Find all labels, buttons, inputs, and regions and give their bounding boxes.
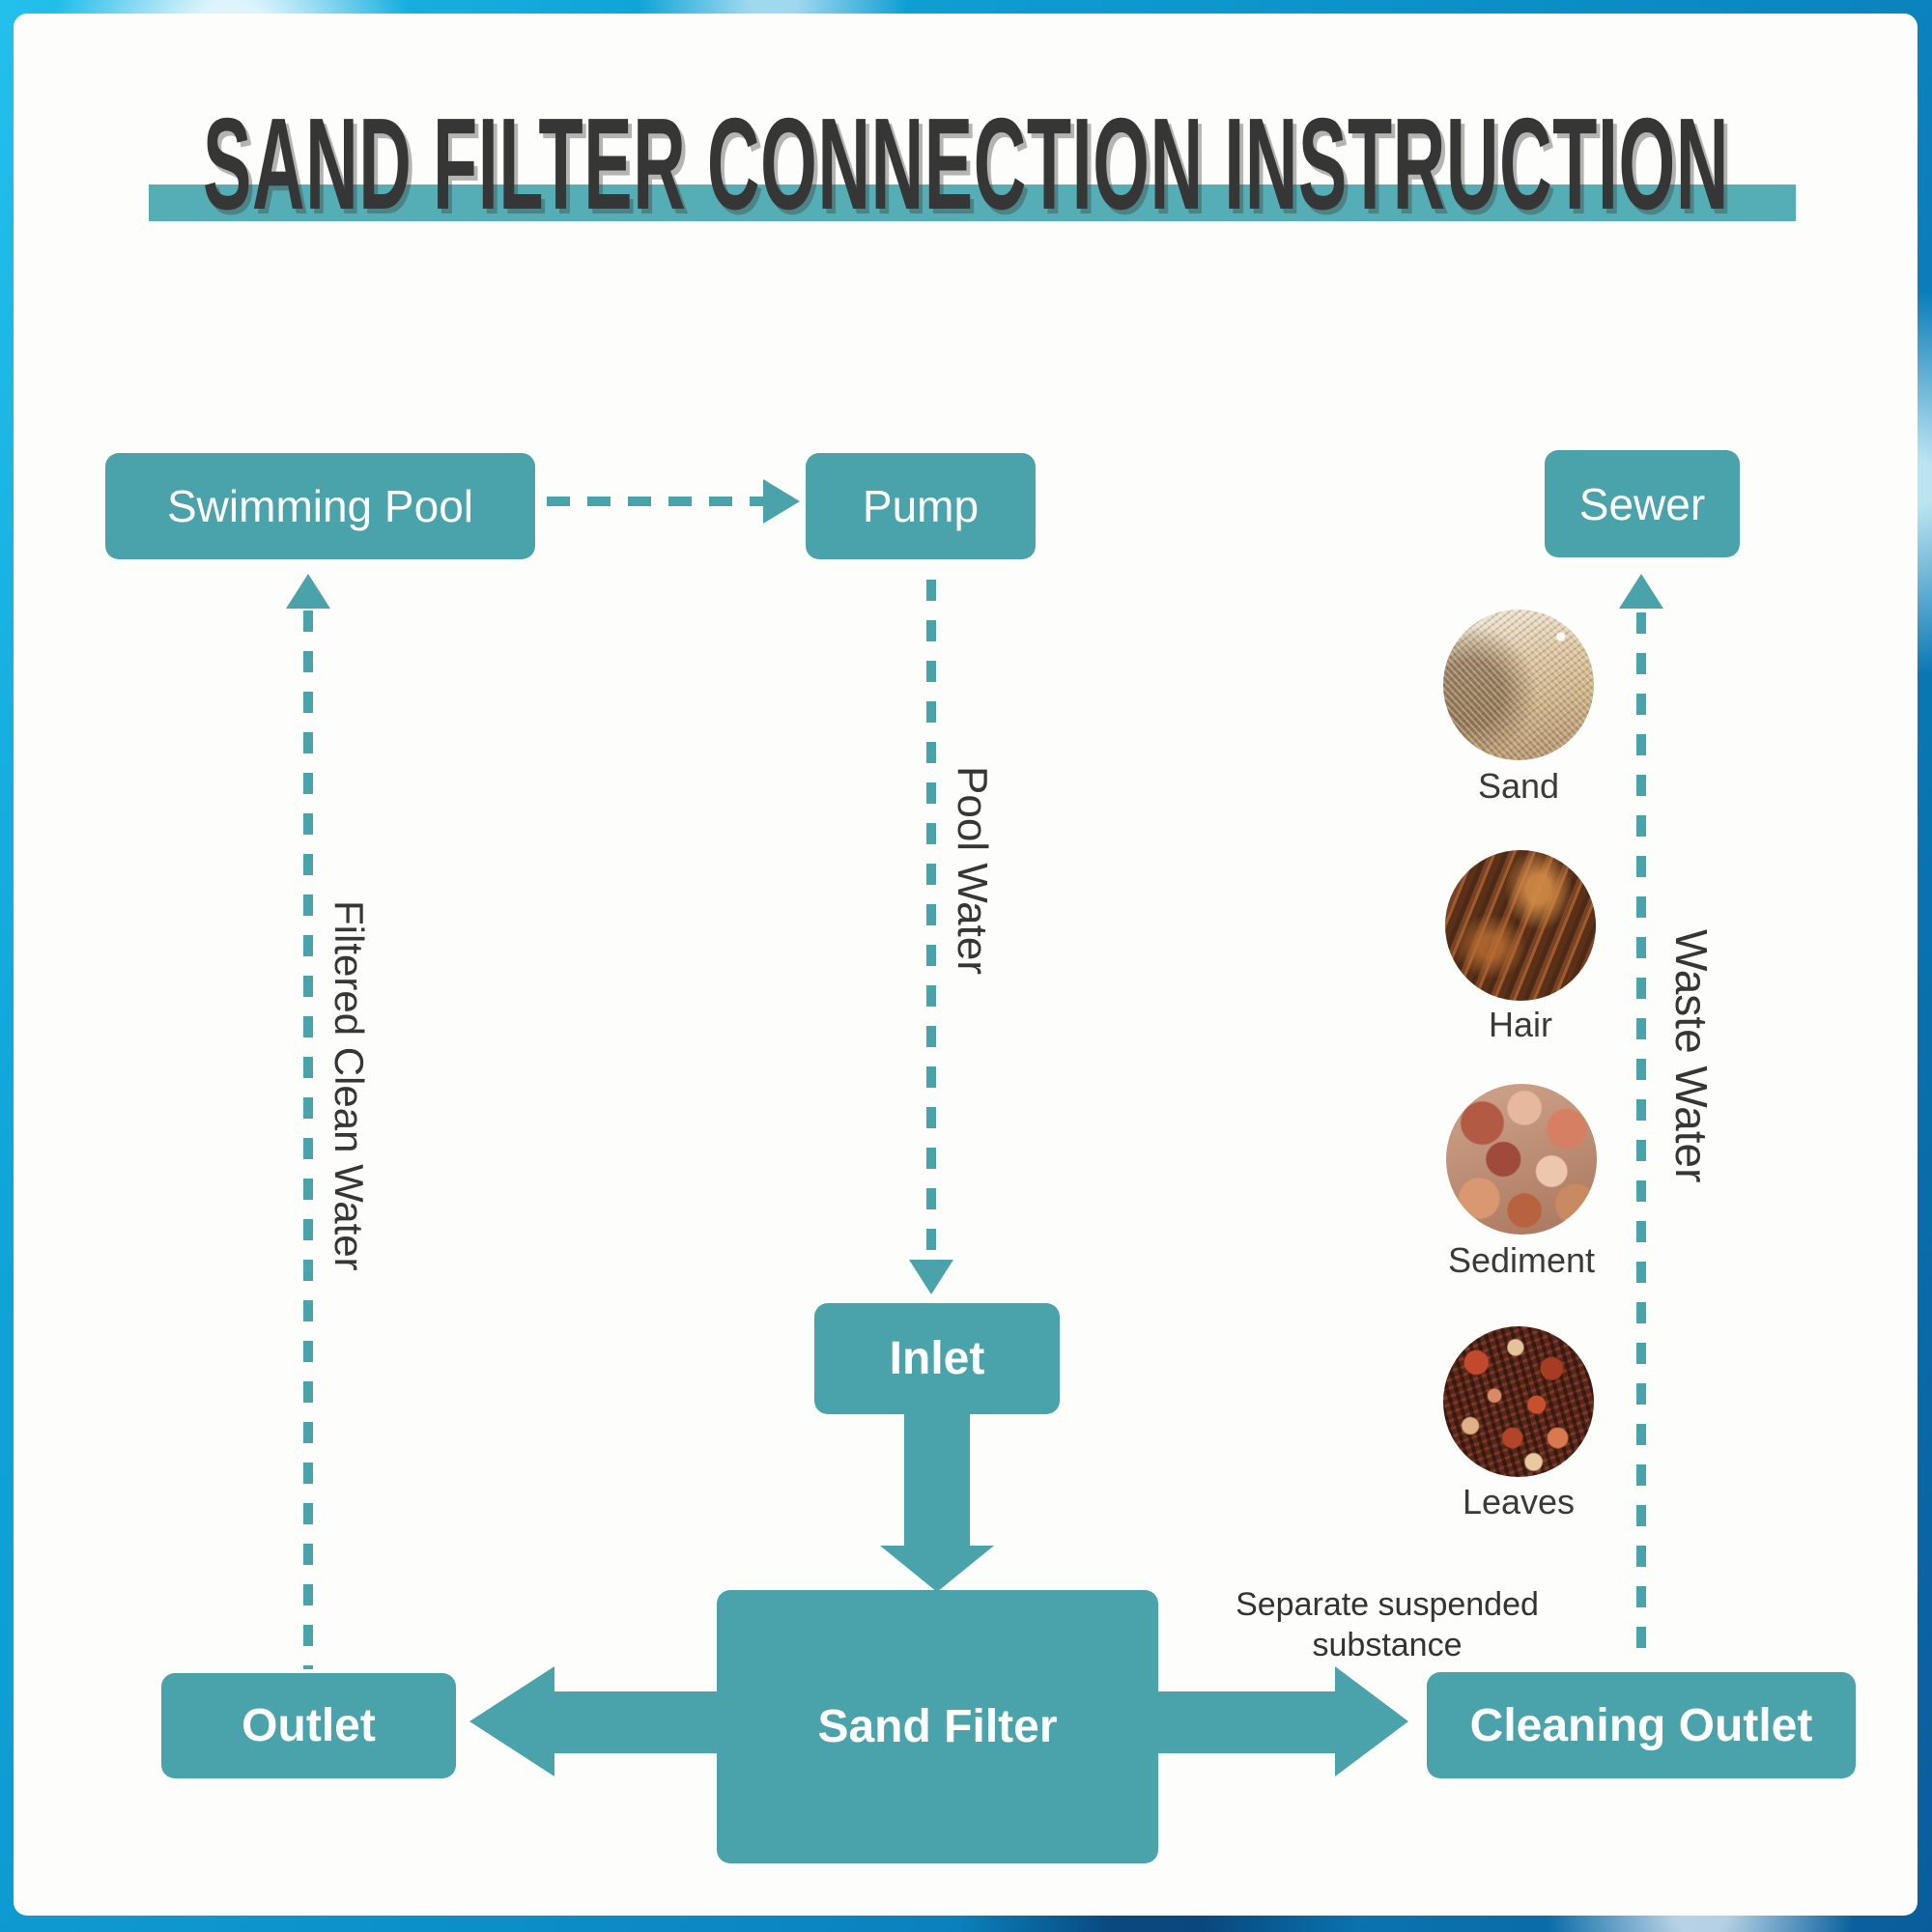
arrowhead-into-pump-icon (763, 479, 800, 524)
label-separate-suspended-substance: Separate suspended substance (1194, 1584, 1580, 1665)
node-cleaning-outlet: Cleaning Outlet (1427, 1672, 1856, 1778)
arrowhead-into-swimming-pool-icon (286, 574, 330, 609)
node-inlet: Inlet (814, 1303, 1060, 1414)
arrowhead-down-icon (880, 1546, 994, 1592)
sand-photo (1443, 610, 1594, 760)
node-pump: Pump (806, 453, 1036, 559)
arrowhead-right-icon (1335, 1666, 1408, 1776)
node-swimming-pool: Swimming Pool (105, 453, 535, 559)
arrow-inlet-to-sand-filter (904, 1412, 970, 1548)
label-hair: Hair (1488, 1005, 1552, 1044)
label-waste-water: Waste Water (1666, 929, 1717, 1183)
label-filtered-clean-water: Filtered Clean Water (327, 900, 372, 1271)
label-leaves: Leaves (1462, 1482, 1576, 1521)
arrowhead-into-sewer-icon (1619, 574, 1663, 609)
page-title: SAND FILTER CONNECTION INSTRUCTION (202, 91, 1729, 237)
node-outlet: Outlet (161, 1673, 456, 1778)
hair-photo (1445, 850, 1596, 1001)
title-underline-bar (149, 185, 1796, 221)
connector-outlet-to-pool (303, 611, 313, 1669)
label-sand: Sand (1477, 766, 1560, 806)
label-sediment: Sediment (1447, 1240, 1596, 1280)
separate-note-line1: Separate suspended (1236, 1586, 1539, 1623)
arrow-sand-filter-to-cleaning-outlet (1156, 1691, 1338, 1753)
leaves-photo (1443, 1326, 1594, 1477)
label-pool-water: Pool Water (949, 766, 996, 976)
arrowhead-into-inlet-icon (909, 1260, 953, 1294)
diagram-card: SAND FILTER CONNECTION INSTRUCTION Swimm… (14, 14, 1918, 1916)
arrowhead-left-icon (469, 1666, 554, 1776)
arrow-sand-filter-to-outlet (551, 1691, 720, 1753)
connector-pool-to-pump (547, 497, 765, 506)
separate-note-line2: substance (1312, 1627, 1463, 1663)
connector-cleaning-outlet-to-sewer (1636, 612, 1646, 1650)
node-sewer: Sewer (1545, 450, 1740, 557)
connector-pump-to-inlet (926, 580, 936, 1258)
node-sand-filter: Sand Filter (717, 1590, 1158, 1863)
sediment-photo (1446, 1084, 1597, 1235)
